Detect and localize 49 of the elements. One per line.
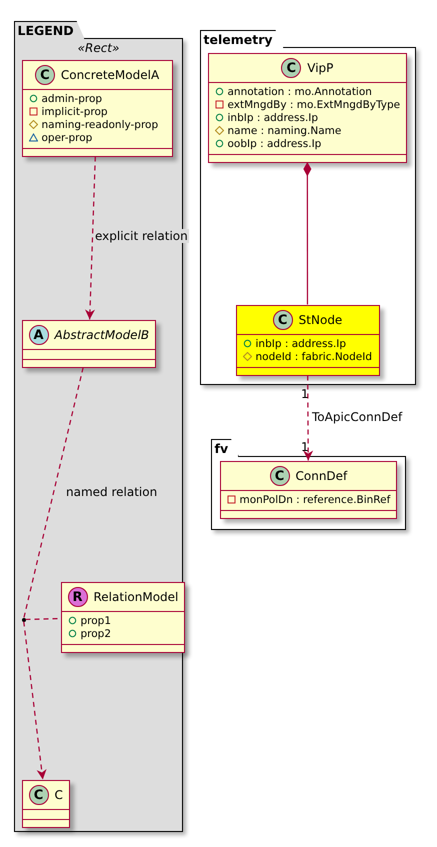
junction-dot [22,618,26,622]
stereotype: «Rect» [76,41,120,55]
class-type-badge: C [270,466,290,486]
class-type-badge: A [28,324,48,344]
class-box [208,52,408,162]
attribute: admin-prop [28,92,166,106]
attribute: name : naming.Name [214,124,400,138]
attribute: monPolDn : reference.BinRef [226,494,390,506]
dashed-arrow [23,621,47,780]
class-box [22,320,156,368]
attribute: oper-prop [28,132,166,144]
class-name: C [54,788,63,802]
edge-label: explicit relation [94,229,189,243]
attribute: extMngdBy : mo.ExtMngdByType [214,98,400,112]
edge-label: ToApicConnDef [311,410,404,424]
class-type-badge: R [68,586,88,606]
class-type-badge: C [281,58,302,78]
class-name: ConcreteModelA [60,68,160,82]
attribute: prop1 [68,614,178,628]
package-tab: LEGEND [14,21,85,39]
class-box [22,60,172,156]
package-tab: fv [210,439,240,457]
class-box [236,304,380,376]
class-box [60,582,186,652]
edge-label: named relation [65,485,158,499]
attribute: nodeId : fabric.NodeId [242,350,372,364]
attribute: implicit-prop [28,106,166,118]
class-name: RelationModel [94,590,178,604]
dashed-arrow [303,376,314,460]
attribute: annotation : mo.Annotation [214,86,400,98]
attribute: prop2 [68,628,178,640]
class-box [220,460,398,518]
attribute: naming-readonly-prop [28,118,166,132]
package-tab: telemetry [200,30,284,48]
dashed-arrow [85,156,96,320]
composition-line [303,162,312,304]
attribute: oobIp : address.Ip [214,138,400,150]
class-box [22,780,70,828]
class-type-badge: C [272,310,293,330]
class-type-badge: C [34,64,55,84]
class-name: StNode [298,312,342,326]
multiplicity-label: 1 [301,387,309,401]
class-name: AbstractModelB [54,328,150,342]
attribute: inbIp : address.Ip [214,112,400,124]
class-name: VipP [307,60,334,74]
class-type-badge: C [28,784,48,804]
class-name: ConnDef [296,468,348,482]
attribute: inbIp : address.Ip [242,338,372,350]
multiplicity-label: 1 [301,440,309,454]
